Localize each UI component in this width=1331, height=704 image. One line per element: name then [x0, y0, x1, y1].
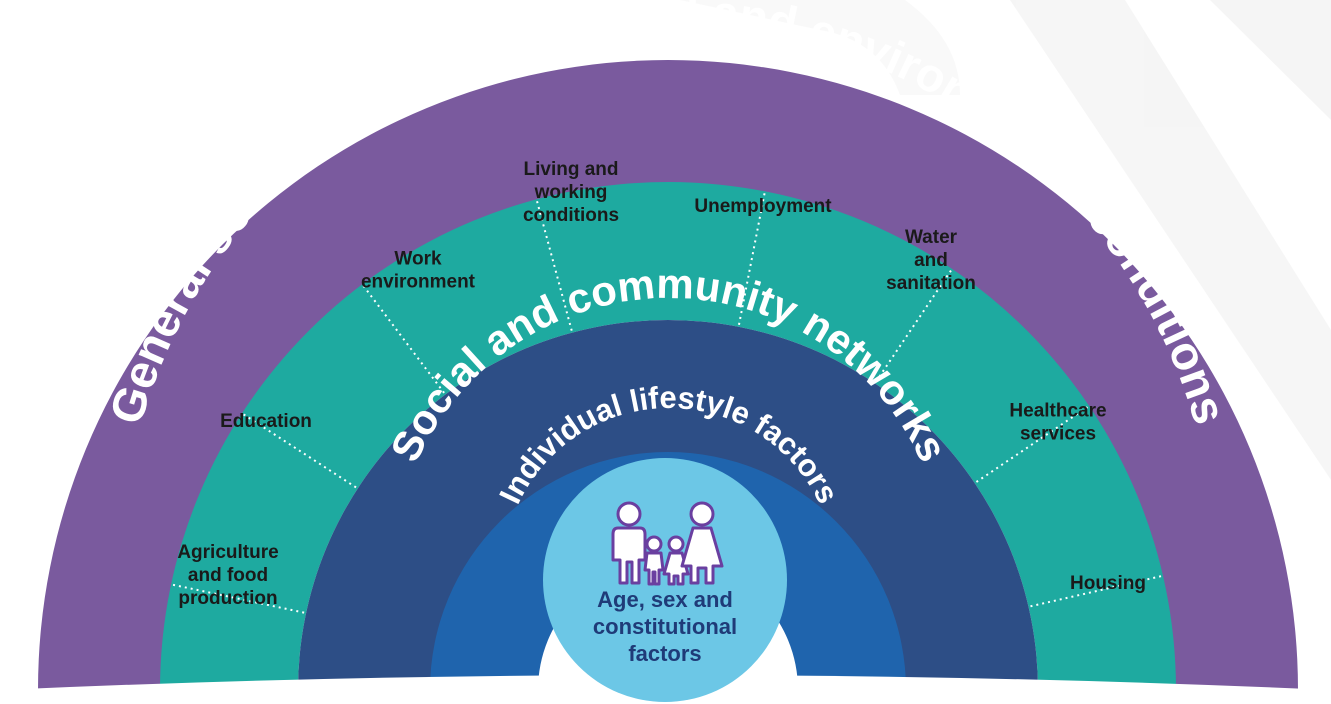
factor-separator: [362, 285, 445, 394]
factor-label-line: services: [1020, 424, 1096, 445]
factor-label-line: Education: [220, 411, 312, 432]
factor-label-line: Unemployment: [694, 196, 832, 217]
factor-label-line: Living and: [524, 159, 619, 180]
family-icon: [611, 501, 724, 586]
factor-separator: [536, 200, 573, 331]
factor-label-line: Work: [394, 249, 442, 270]
factor-label-line: working: [534, 182, 608, 203]
center-label-line-2: constitutional: [593, 614, 737, 639]
factor-label-line: Water: [905, 227, 958, 248]
factor-label-line: environment: [361, 272, 476, 293]
inner-ring: [430, 452, 906, 690]
factor-label-line: Healthcare: [1009, 401, 1106, 422]
factor-separator: [975, 406, 1089, 483]
factors-ring: [160, 182, 1176, 690]
factor-label-line: production: [178, 588, 277, 609]
factor-label-line: sanitation: [886, 273, 976, 294]
factor-label: Education: [220, 411, 312, 432]
factor-separator: [172, 583, 305, 614]
factor-label: Housing: [1070, 573, 1146, 594]
center-label-line-1: Age, sex and: [597, 587, 733, 612]
factor-separator: [737, 193, 766, 326]
outer-ring: [38, 60, 1298, 690]
factor-separator: [875, 269, 952, 383]
center-circle: [543, 458, 787, 702]
factor-label-line: and food: [188, 565, 268, 586]
factor-label-line: Agriculture: [177, 542, 278, 563]
center-label: Age, sex and constitutional factors: [593, 587, 737, 666]
factor-label: Unemployment: [694, 196, 832, 217]
factor-label-line: conditions: [523, 205, 619, 226]
factor-separator: [1030, 575, 1162, 608]
factor-separators: [172, 193, 1162, 614]
factor-separator: [243, 413, 357, 489]
factor-label-line: Housing: [1070, 573, 1146, 594]
background-watermark: [680, 0, 1331, 480]
factor-label-line: and: [914, 250, 948, 271]
center-label-line-3: factors: [628, 641, 701, 666]
